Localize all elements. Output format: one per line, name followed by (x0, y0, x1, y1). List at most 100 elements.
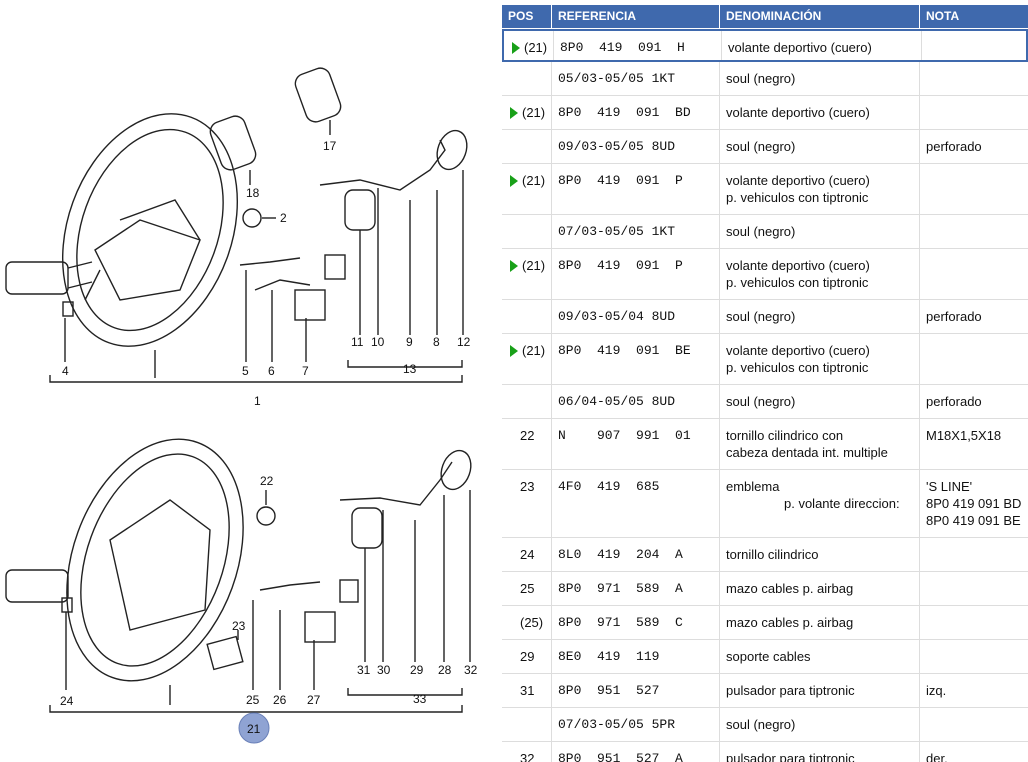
play-marker-icon[interactable] (510, 260, 518, 272)
callout-33: 33 (413, 692, 427, 706)
cell-pos (502, 130, 552, 163)
cell-nota (920, 249, 1028, 299)
reference-value[interactable]: N 907 991 01 (558, 428, 691, 443)
callout-17: 17 (323, 139, 337, 153)
header-referencia[interactable]: REFERENCIA (552, 5, 720, 28)
reference-value[interactable]: 8P0 419 091 BE (558, 343, 691, 358)
cell-pos: 23 (502, 470, 552, 537)
cell-pos: (21) (502, 96, 552, 129)
callout-30: 30 (377, 663, 391, 677)
reference-value[interactable]: 8P0 971 589 C (558, 615, 683, 630)
reference-value[interactable]: 07/03-05/05 1KT (558, 224, 676, 239)
cell-referencia: 05/03-05/05 1KT (552, 62, 720, 95)
denomination-line: soul (negro) (726, 309, 796, 324)
note-line: izq. (926, 683, 947, 698)
cell-referencia: 07/03-05/05 1KT (552, 215, 720, 248)
cell-denominacion: mazo cables p. airbag (720, 572, 920, 605)
cell-referencia: 8P0 951 527 A (552, 742, 720, 762)
cell-referencia: 8P0 419 091 H (554, 31, 722, 60)
pos-value: 32 (520, 751, 535, 762)
cell-nota (920, 334, 1028, 384)
header-nota[interactable]: NOTA (926, 9, 960, 23)
cell-pos (502, 62, 552, 95)
play-marker-icon[interactable] (510, 345, 518, 357)
denomination-line: pulsador para tiptronic (726, 683, 855, 698)
note-line: perforado (926, 309, 982, 324)
denomination-line: soul (negro) (726, 394, 796, 409)
reference-value[interactable]: 06/04-05/05 8UD (558, 394, 676, 409)
cell-nota: M18X1,5X18 (920, 419, 1028, 469)
cell-denominacion: pulsador para tiptronic (720, 674, 920, 707)
header-pos[interactable]: POS (502, 5, 552, 28)
header-denominacion[interactable]: DENOMINACIÓN (720, 5, 920, 28)
play-marker-icon[interactable] (510, 175, 518, 187)
table-row[interactable]: (21) 8P0 419 091 P volante deportivo (cuer… (502, 249, 1028, 300)
callout-25: 25 (246, 693, 260, 707)
cell-denominacion: volante deportivo (cuero) (722, 31, 922, 60)
cell-denominacion: volante deportivo (cuero)p. vehiculos co… (720, 164, 920, 214)
cell-nota: der. (920, 742, 1028, 762)
tiptronic-button-17 (294, 67, 342, 123)
cell-referencia: 8E0 419 119 (552, 640, 720, 673)
reference-value[interactable]: 4F0 419 685 (558, 479, 660, 494)
callout-5: 5 (242, 364, 249, 378)
cell-pos: (25) (502, 606, 552, 639)
reference-value[interactable]: 09/03-05/04 8UD (558, 309, 676, 324)
cell-referencia: 8P0 951 527 (552, 674, 720, 707)
reference-value[interactable]: 8L0 419 204 A (558, 547, 683, 562)
reference-value[interactable]: 8P0 971 589 A (558, 581, 683, 596)
cell-pos: 32 (502, 742, 552, 762)
callout-6: 6 (268, 364, 275, 378)
reference-value[interactable]: 8P0 951 527 A (558, 751, 683, 762)
cell-nota: perforado (920, 385, 1028, 418)
reference-value[interactable]: 8P0 419 091 H (560, 40, 685, 55)
cell-referencia: 07/03-05/05 5PR (552, 708, 720, 741)
cell-denominacion: volante deportivo (cuero)p. vehiculos co… (720, 334, 920, 384)
cell-pos: (21) (502, 249, 552, 299)
steering-wheel-rim-upper (61, 113, 239, 347)
callout-32: 32 (464, 663, 478, 677)
table-row[interactable]: 06/04-05/05 8UD soul (negro) perforado (502, 385, 1028, 419)
cell-denominacion: volante deportivo (cuero)p. vehiculos co… (720, 249, 920, 299)
cell-nota (920, 164, 1028, 214)
play-marker-icon[interactable] (512, 42, 520, 54)
cell-referencia: 8P0 419 091 P (552, 249, 720, 299)
reference-value[interactable]: 8P0 419 091 P (558, 258, 683, 273)
play-marker-icon[interactable] (510, 107, 518, 119)
cell-nota (920, 572, 1028, 605)
note-line: M18X1,5X18 (926, 428, 1002, 443)
reference-value[interactable]: 8P0 419 091 BD (558, 105, 691, 120)
denomination-line: p. vehiculos con tiptronic (726, 275, 869, 290)
reference-value[interactable]: 8P0 951 527 (558, 683, 660, 698)
cell-pos (502, 385, 552, 418)
note-line: perforado (926, 394, 982, 409)
callout-11: 11 (351, 335, 364, 349)
reference-value[interactable]: 8E0 419 119 (558, 649, 660, 664)
reference-value[interactable]: 07/03-05/05 5PR (558, 717, 676, 732)
reference-value[interactable]: 05/03-05/05 1KT (558, 71, 676, 86)
reference-value[interactable]: 8P0 419 091 P (558, 173, 683, 188)
callout-24: 24 (60, 694, 74, 708)
denomination-line: soporte cables (726, 649, 811, 664)
table-row[interactable]: 09/03-05/04 8UD soul (negro) perforado (502, 300, 1028, 334)
cell-referencia: 09/03-05/05 8UD (552, 130, 720, 163)
reference-value[interactable]: 09/03-05/05 8UD (558, 139, 676, 154)
